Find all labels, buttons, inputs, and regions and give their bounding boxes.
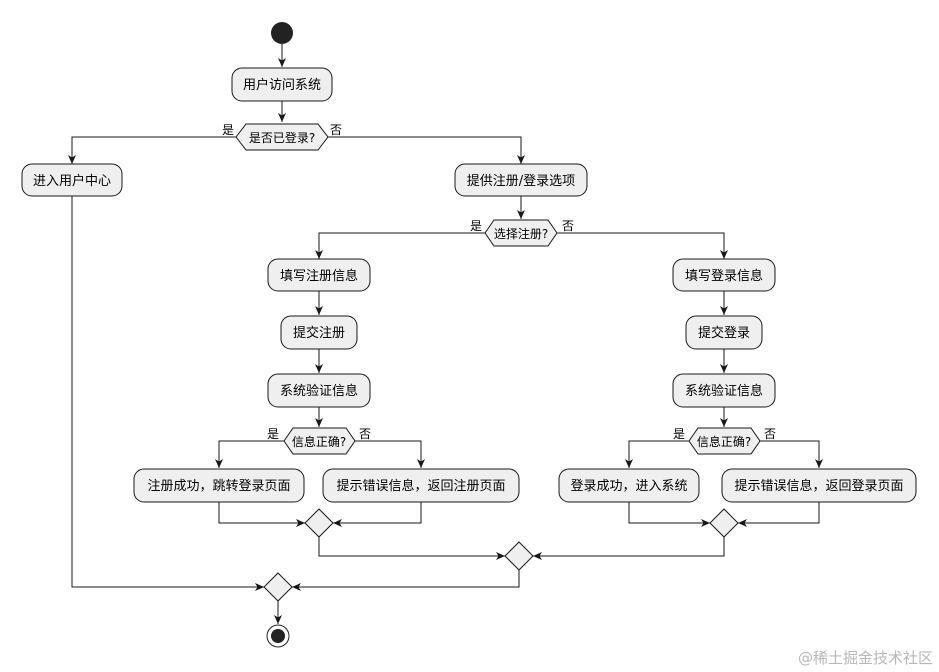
branch-yes-choose-reg: 是 — [470, 219, 482, 233]
node-submit-reg-label: 提交注册 — [293, 325, 345, 341]
merge-final — [263, 572, 293, 602]
decision-logged-in-label: 是否已登录? — [249, 130, 315, 145]
start-node — [271, 22, 293, 44]
edge-yes-usercenter — [68, 136, 236, 164]
node-fill-reg: 填写注册信息 — [267, 258, 371, 292]
node-user-center-label: 进入用户中心 — [33, 173, 111, 189]
edge-loginq-success — [625, 440, 689, 468]
edges — [68, 44, 823, 624]
branch-yes-login-ok: 是 — [673, 427, 685, 441]
node-login-success-label: 登录成功，进入系统 — [570, 479, 687, 494]
end-node — [266, 624, 290, 648]
node-fill-reg-label: 填写注册信息 — [280, 268, 358, 284]
node-user-center: 进入用户中心 — [21, 163, 123, 197]
node-submit-reg: 提交注册 — [280, 315, 358, 350]
node-options-label: 提供注册/登录选项 — [467, 173, 575, 189]
node-verify-reg-label: 系统验证信息 — [280, 383, 358, 399]
edge-loginsuccess-merge — [628, 502, 710, 527]
node-fill-login: 填写登录信息 — [672, 258, 776, 292]
node-verify-login: 系统验证信息 — [672, 373, 776, 408]
node-login-error: 提示错误信息，返回登录页面 — [721, 468, 917, 503]
node-reg-success-label: 注册成功，跳转登录页面 — [147, 479, 290, 494]
decision-choose-reg: 选择注册? — [484, 219, 558, 247]
branch-no-choose-reg: 否 — [562, 219, 574, 233]
node-visit-label: 用户访问系统 — [243, 77, 321, 93]
edge-no-filllogin — [557, 232, 728, 259]
merge-login — [709, 508, 739, 538]
branch-yes-logged-in: 是 — [222, 123, 234, 137]
decision-reg-ok: 信息正确? — [283, 427, 356, 455]
node-verify-login-label: 系统验证信息 — [685, 383, 763, 399]
branch-yes-reg-ok: 是 — [267, 427, 279, 441]
node-reg-success: 注册成功，跳转登录页面 — [133, 468, 305, 503]
merge-branches — [504, 541, 534, 571]
node-login-error-label: 提示错误信息，返回登录页面 — [734, 478, 903, 494]
node-verify-reg: 系统验证信息 — [267, 373, 371, 408]
decision-logged-in: 是否已登录? — [235, 123, 329, 151]
edge-regq-success — [215, 440, 284, 468]
edge-no-options — [328, 136, 525, 164]
edge-loginmerge-bigmerge — [533, 537, 725, 560]
node-reg-error: 提示错误信息，返回注册页面 — [322, 468, 520, 503]
watermark: @稀土掘金技术社区 — [797, 649, 933, 667]
branch-no-reg-ok: 否 — [359, 427, 371, 441]
merge-reg — [304, 508, 334, 538]
node-visit: 用户访问系统 — [231, 67, 333, 102]
branch-no-login-ok: 否 — [764, 427, 776, 441]
edge-regsuccess-merge — [218, 502, 305, 527]
edge-regmerge-bigmerge — [318, 537, 505, 560]
decision-reg-ok-label: 信息正确? — [292, 434, 346, 449]
edge-usercenter-finalmerge — [71, 196, 264, 591]
edge-loginq-error — [760, 440, 823, 468]
node-submit-login-label: 提交登录 — [698, 325, 750, 341]
node-options: 提供注册/登录选项 — [454, 163, 588, 197]
decision-login-ok: 信息正确? — [688, 427, 761, 455]
node-login-success: 登录成功，进入系统 — [558, 468, 700, 503]
edge-regq-error — [355, 440, 425, 468]
node-reg-error-label: 提示错误信息，返回注册页面 — [336, 478, 505, 494]
edge-bigmerge-finalmerge — [292, 570, 520, 591]
branch-no-logged-in: 否 — [330, 123, 342, 137]
edge-regerror-merge — [333, 502, 422, 527]
decision-login-ok-label: 信息正确? — [697, 434, 751, 449]
edge-yes-fillreg — [315, 232, 485, 259]
decision-choose-reg-label: 选择注册? — [494, 226, 548, 241]
node-fill-login-label: 填写登录信息 — [685, 268, 763, 284]
edge-loginerror-merge — [738, 502, 820, 527]
node-submit-login: 提交登录 — [685, 315, 763, 350]
